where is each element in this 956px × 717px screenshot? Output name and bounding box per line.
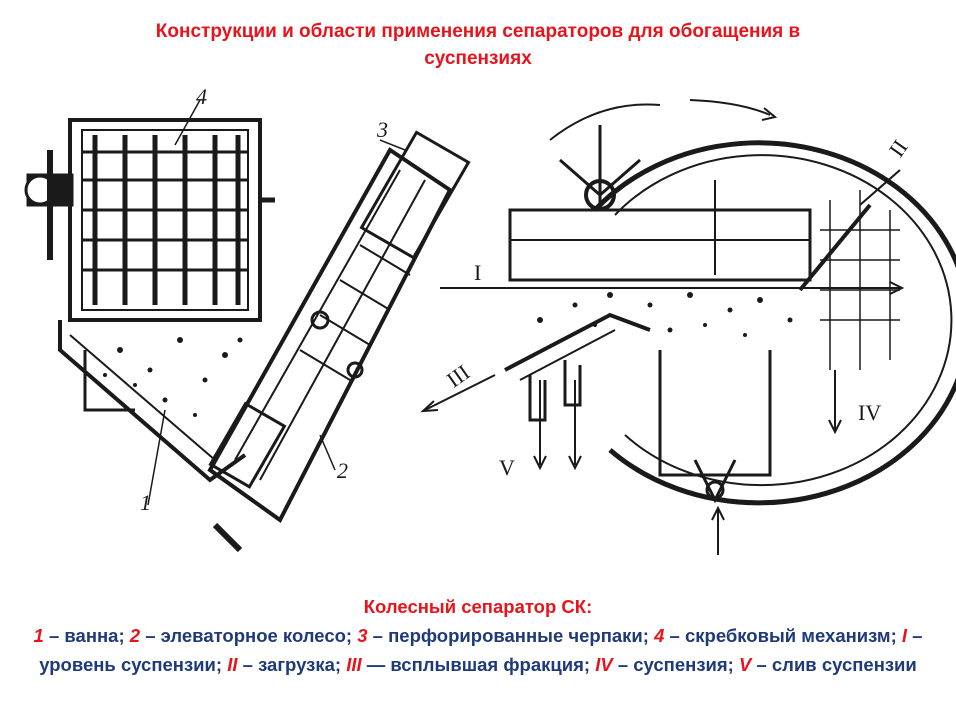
bath-vessel xyxy=(58,320,247,483)
legend-num-3: 3 xyxy=(357,625,368,646)
elevator-wheel xyxy=(207,130,471,553)
legend-text-2: – элеваторное колесо; xyxy=(140,625,358,646)
legend-num-III: III xyxy=(346,654,362,675)
title-line-1: Конструкции и области применения сепарат… xyxy=(155,21,801,42)
legend-text-III: — всплывшая фракция; xyxy=(361,654,596,675)
legend-num-2: 2 xyxy=(129,625,141,646)
legend-num-1: 1 xyxy=(33,625,44,646)
slide-title: Конструкции и области применения сепарат… xyxy=(40,18,916,72)
label-2: 2 xyxy=(337,458,348,483)
legend-text-I: – уровень суспензии; xyxy=(39,625,923,675)
legend-num-II: II xyxy=(227,654,238,675)
label-V: V xyxy=(499,455,515,480)
legend-num-I: I xyxy=(901,625,908,646)
separator-diagram: 4 3 2 1 I II III IV V xyxy=(24,84,956,555)
label-II: II xyxy=(884,135,913,161)
legend-num-V: V xyxy=(738,654,752,675)
caption-heading: Колесный сепаратор СК: xyxy=(363,596,593,617)
wheel-cross-section xyxy=(504,125,956,506)
legend-text-3: – перфорированные черпаки; xyxy=(367,625,655,646)
legend-text-II: – загрузка; xyxy=(237,654,347,675)
figure-caption: Колесный сепаратор СК: 1 – ванна; 2 – эл… xyxy=(30,592,926,679)
legend-text-1: – ванна; xyxy=(43,625,130,646)
legend-text-4: – скребковый механизм; xyxy=(664,625,902,646)
scraper-mechanism xyxy=(24,118,275,322)
label-IV: IV xyxy=(858,400,881,425)
legend-num-4: 4 xyxy=(654,625,665,646)
label-3: 3 xyxy=(376,117,388,142)
label-1: 1 xyxy=(140,490,151,515)
legend-text-V: – слив суспензии xyxy=(751,654,917,675)
legend-num-IV: IV xyxy=(595,654,613,675)
label-I: I xyxy=(474,260,481,285)
title-line-2: суспензиях xyxy=(424,48,532,69)
legend-text-IV: – суспензия; xyxy=(612,654,739,675)
label-4: 4 xyxy=(196,84,207,109)
